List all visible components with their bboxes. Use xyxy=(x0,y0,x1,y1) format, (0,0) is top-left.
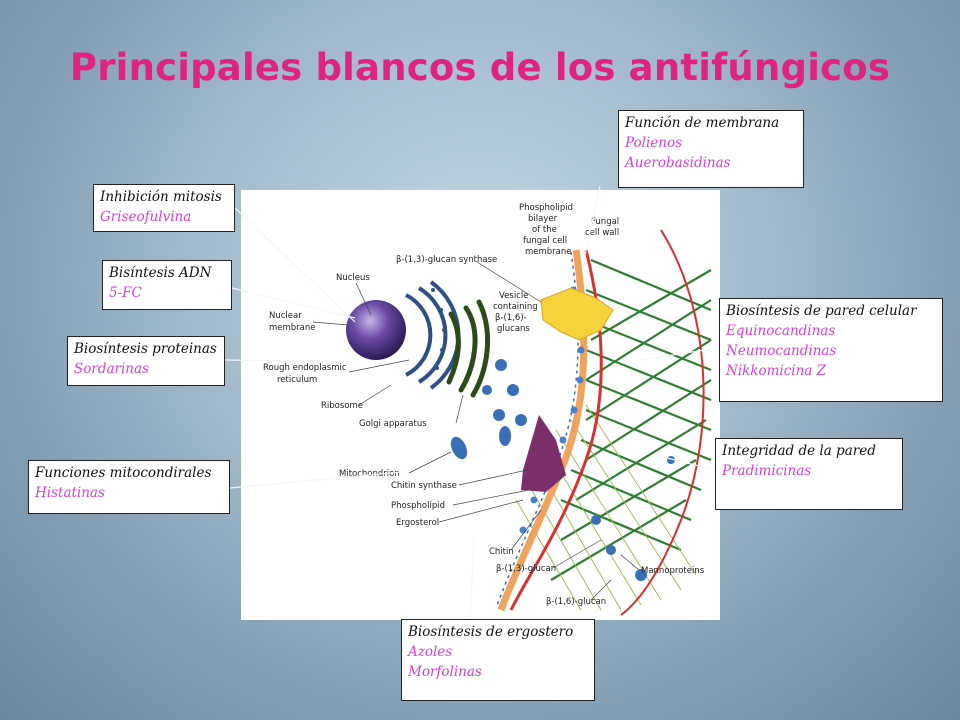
label-cell-wall-1: Fungal xyxy=(591,217,619,227)
box-biosintesis-pared-drug: Nikkomicina Z xyxy=(726,363,827,379)
mannoproteins xyxy=(591,456,675,581)
chitin-synthase xyxy=(521,415,566,492)
box-bisintesis-adn-drug: 5-FC xyxy=(109,285,142,301)
label-bilayer-2: bilayer xyxy=(528,214,558,224)
label-cell-wall-2: cell wall xyxy=(585,228,619,238)
box-funcion-membrana-heading: Función de membrana xyxy=(625,115,780,131)
label-rough-er-1: Rough endoplasmic xyxy=(263,363,347,373)
box-biosintesis-proteinas: Biosíntesis proteinas Sordarinas xyxy=(67,336,225,386)
box-biosintesis-pared: Biosíntesis de pared celular Equinocandi… xyxy=(719,298,943,402)
label-vesicle-3: β-(1,6)- xyxy=(495,313,527,323)
label-nuclear-membrane-1: Nuclear xyxy=(269,311,302,321)
box-integridad-pared-heading: Integridad de la pared xyxy=(722,443,876,459)
box-biosintesis-pared-heading: Biosíntesis de pared celular xyxy=(726,303,917,319)
box-biosintesis-pared-drug: Neumocandinas xyxy=(726,343,837,359)
label-rough-er-2: reticulum xyxy=(277,375,317,385)
box-funcion-membrana-drug: Polienos xyxy=(625,135,683,151)
diagram-leader-lines xyxy=(312,261,640,601)
label-mannoproteins: Mannoproteins xyxy=(641,566,705,576)
label-mitochondrion: Mitochondrion xyxy=(339,469,400,479)
box-integridad-pared-drug: Pradimicinas xyxy=(722,463,812,479)
box-funciones-mitocondriales-heading: Funciones mitocondirales xyxy=(35,465,212,481)
fungal-cell-diagram: Nucleus Nuclear membrane Rough endoplasm… xyxy=(241,190,720,620)
label-nucleus: Nucleus xyxy=(336,273,370,283)
box-inhibicion-mitosis-heading: Inhibición mitosis xyxy=(100,189,222,205)
label-ribosome: Ribosome xyxy=(321,401,363,411)
label-glucan-synthase: β-(1,3)-glucan synthase xyxy=(396,255,497,265)
box-funciones-mitocondriales-drug: Histatinas xyxy=(35,485,105,501)
box-inhibicion-mitosis: Inhibición mitosis Griseofulvina xyxy=(93,184,235,232)
label-bilayer-3: of the xyxy=(532,225,557,235)
vesicles xyxy=(482,359,527,426)
box-biosintesis-proteinas-heading: Biosíntesis proteinas xyxy=(74,341,217,357)
label-bilayer-4: fungal cell xyxy=(523,236,567,246)
label-vesicle-4: glucans xyxy=(497,324,530,334)
label-chitin-synthase: Chitin synthase xyxy=(391,481,457,491)
box-inhibicion-mitosis-drug: Griseofulvina xyxy=(100,209,192,225)
label-golgi: Golgi apparatus xyxy=(359,419,427,429)
box-bisintesis-adn-heading: Bisíntesis ADN xyxy=(109,265,212,281)
golgi-apparatus xyxy=(446,299,490,398)
fungal-cell-illustration: Nucleus Nuclear membrane Rough endoplasm… xyxy=(263,203,712,616)
box-biosintesis-ergosterol-heading: Biosíntesis de ergostero xyxy=(408,624,574,640)
box-funcion-membrana-drug: Auerobasidinas xyxy=(625,155,731,171)
label-ergosterol: Ergosterol xyxy=(396,518,439,528)
box-integridad-pared: Integridad de la pared Pradimicinas xyxy=(715,438,903,510)
label-bilayer-1: Phospholipid xyxy=(519,203,573,213)
mitochondrion xyxy=(450,436,468,460)
label-phospholipid: Phospholipid xyxy=(391,501,445,511)
label-vesicle-2: containing xyxy=(493,302,538,312)
label-nuclear-membrane-2: membrane xyxy=(269,323,316,333)
page-title: Principales blancos de los antifúngicos xyxy=(69,46,891,89)
box-biosintesis-ergosterol-drug: Azoles xyxy=(408,644,453,660)
label-b13-glucan: β-(1,3)-glucan xyxy=(496,564,556,574)
box-biosintesis-pared-drug: Equinocandinas xyxy=(726,323,836,339)
box-bisintesis-adn: Bisíntesis ADN 5-FC xyxy=(102,260,232,310)
box-biosintesis-ergosterol: Biosíntesis de ergostero Azoles Morfolin… xyxy=(401,619,595,701)
box-biosintesis-proteinas-drug: Sordarinas xyxy=(74,361,149,377)
nucleus xyxy=(346,300,406,360)
box-funcion-membrana: Función de membrana Polienos Auerobasidi… xyxy=(618,110,804,188)
label-b16-glucan: β-(1,6)-glucan xyxy=(546,597,606,607)
box-funciones-mitocondriales: Funciones mitocondirales Histatinas xyxy=(28,460,230,514)
box-biosintesis-ergosterol-drug: Morfolinas xyxy=(408,664,482,680)
label-vesicle-1: Vesicle xyxy=(499,291,528,301)
label-bilayer-5: membrane xyxy=(525,247,572,257)
label-chitin: Chitin xyxy=(489,547,514,557)
glucan-synthase xyxy=(540,287,614,341)
